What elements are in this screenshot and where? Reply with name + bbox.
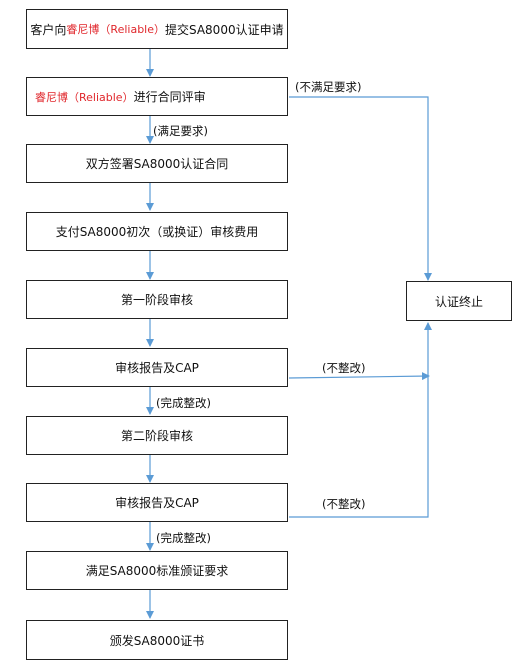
step-audit-report-2: 审核报告及CAP (26, 483, 288, 522)
step-certification-end: 认证终止 (406, 281, 512, 321)
label-meet: (满足要求) (153, 124, 208, 138)
issue-certificate-text: 颁发SA8000证书 (109, 633, 205, 648)
step-audit-report-1: 审核报告及CAP (26, 348, 288, 387)
brand-text: 睿尼博（Reliable） (35, 90, 134, 104)
brand-text: 睿尼博（Reliable） (66, 23, 165, 36)
audit-report-2-text: 审核报告及CAP (115, 496, 199, 510)
step-pay-fee: 支付SA8000初次（或换证）审核费用 (26, 212, 288, 251)
label-done-fix-1: (完成整改) (156, 396, 211, 410)
review-suffix: 进行合同评审 (133, 90, 206, 104)
step-apply: 客户向 睿尼博（Reliable） 提交SA8000认证申请 (26, 9, 288, 49)
step-meet-standard: 满足SA8000标准颁证要求 (26, 551, 288, 590)
audit-report-1-text: 审核报告及CAP (115, 361, 199, 375)
certification-end-text: 认证终止 (434, 294, 483, 309)
pay-fee-text: 支付SA8000初次（或换证）审核费用 (55, 225, 259, 239)
arrow-report1-to-end (288, 372, 430, 381)
apply-suffix: 提交SA8000认证申请 (165, 22, 284, 37)
label-no-fix-1: (不整改) (322, 361, 366, 375)
meet-standard-text: 满足SA8000标准颁证要求 (85, 564, 229, 578)
label-no-fix-2: (不整改) (322, 497, 366, 511)
arrow-review-to-end (289, 96, 432, 281)
step-stage1-audit: 第一阶段审核 (26, 280, 288, 319)
label-done-fix-2: (完成整改) (156, 531, 211, 545)
sign-contract-text: 双方签署SA8000认证合同 (85, 157, 229, 171)
step-stage2-audit: 第二阶段审核 (26, 416, 288, 455)
arrow-report2-to-end (289, 322, 432, 518)
step-sign-contract: 双方签署SA8000认证合同 (26, 144, 288, 183)
stage2-audit-text: 第二阶段审核 (120, 429, 193, 443)
label-not-meet: (不满足要求) (295, 80, 362, 94)
stage1-audit-text: 第一阶段审核 (120, 293, 193, 307)
apply-prefix: 客户向 (30, 22, 67, 37)
step-contract-review: 睿尼博（Reliable） 进行合同评审 (26, 77, 288, 116)
step-issue-certificate: 颁发SA8000证书 (26, 620, 288, 660)
